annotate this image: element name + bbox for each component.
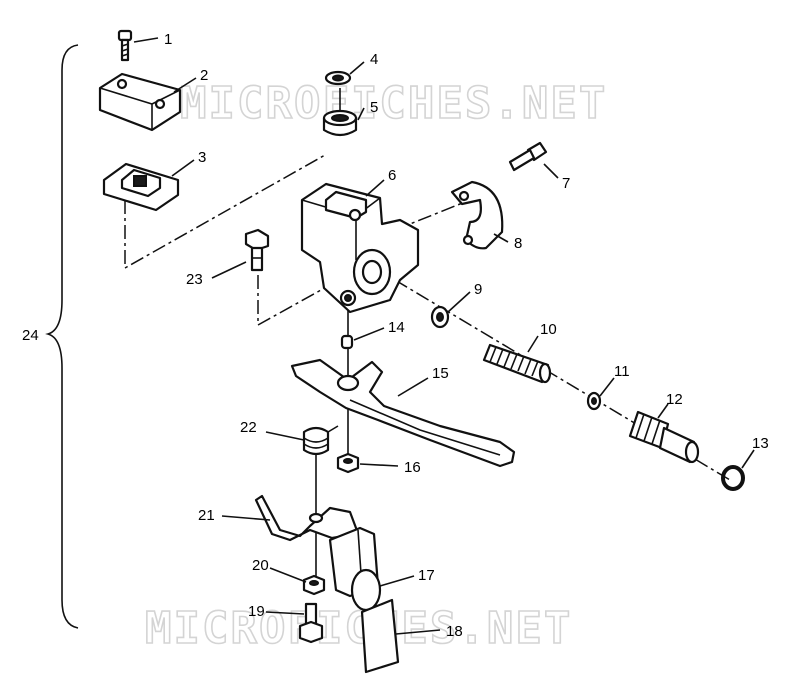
part-lever-nut (336, 452, 360, 474)
callout-5: 5 (370, 99, 378, 116)
part-pivot-bolt (244, 228, 270, 272)
assembly-bracket (45, 44, 79, 629)
callout-11: 11 (614, 363, 630, 380)
part-pivot-pin (340, 334, 354, 350)
centerline-cover (124, 154, 326, 270)
part-screw (117, 29, 133, 62)
centerline-pivot (257, 275, 331, 327)
part-o-ring (721, 465, 745, 491)
part-master-cylinder (300, 182, 420, 314)
callout-12: 12 (666, 391, 683, 408)
callout-24: 24 (22, 327, 39, 344)
part-tag (360, 598, 400, 674)
callout-2: 2 (200, 67, 208, 84)
part-handlebar-clamp (450, 180, 504, 250)
callout-19: 19 (248, 603, 265, 620)
callout-13: 13 (752, 435, 769, 452)
callout-22: 22 (240, 419, 257, 436)
callout-9: 9 (474, 281, 482, 298)
callout-23: 23 (186, 271, 203, 288)
watermark-top: MICROFICHES.NET (180, 78, 607, 129)
watermark-bottom: MICROFICHES.NET (145, 603, 572, 654)
part-reservoir-cover (98, 72, 182, 132)
callout-3: 3 (198, 149, 206, 166)
callout-8: 8 (514, 235, 522, 252)
callout-18: 18 (446, 623, 463, 640)
part-brake-lever (290, 358, 516, 468)
callout-15: 15 (432, 365, 449, 382)
part-bracket-nut (302, 574, 326, 596)
callout-10: 10 (540, 321, 557, 338)
part-boot (322, 109, 358, 137)
callout-17: 17 (418, 567, 435, 584)
callout-20: 20 (252, 557, 269, 574)
part-brake-switch (328, 526, 382, 612)
part-clamp-bolt (508, 141, 548, 172)
callout-21: 21 (198, 507, 215, 524)
callout-14: 14 (388, 319, 405, 336)
callout-16: 16 (404, 459, 421, 476)
callout-1: 1 (164, 31, 172, 48)
callout-6: 6 (388, 167, 396, 184)
leader-lines (133, 37, 755, 635)
part-piston (628, 410, 700, 464)
part-diaphragm (102, 162, 180, 212)
part-torsion-spring (302, 425, 339, 456)
part-bracket-screw (298, 602, 324, 644)
callout-4: 4 (370, 51, 378, 68)
callout-7: 7 (562, 175, 570, 192)
part-piston-spring (482, 343, 552, 384)
